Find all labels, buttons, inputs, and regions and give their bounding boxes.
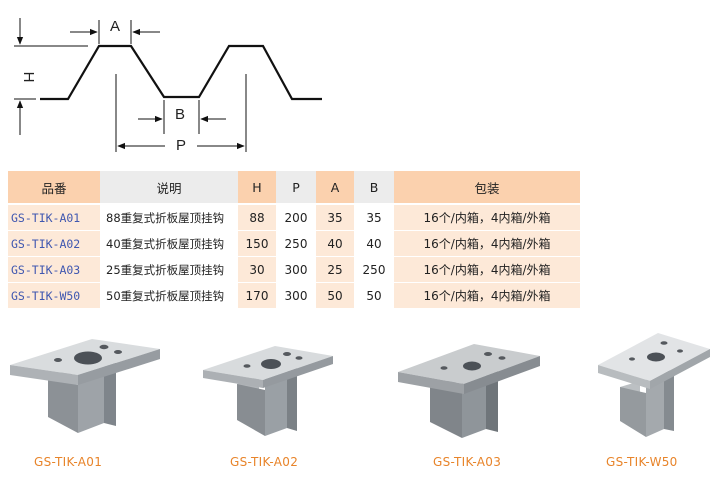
cell-packaging: 16个/内箱，4内箱/外箱 xyxy=(394,231,580,257)
cell-packaging: 16个/内箱，4内箱/外箱 xyxy=(394,205,580,231)
product-image-a02 xyxy=(203,346,333,436)
caption-w50: GS-TIK-W50 xyxy=(606,455,678,469)
cell-h: 150 xyxy=(238,231,276,257)
table-row: GS-TIK-A02 40重复式折板屋顶挂钩 150 250 40 40 16个… xyxy=(8,231,580,257)
cell-packaging: 16个/内箱，4内箱/外箱 xyxy=(394,257,580,283)
cell-description: 25重复式折板屋顶挂钩 xyxy=(100,257,238,283)
cell-b: 35 xyxy=(354,205,394,231)
cell-a: 25 xyxy=(316,257,354,283)
dimension-p-label: P xyxy=(176,137,186,154)
caption-a01: GS-TIK-A01 xyxy=(34,455,103,469)
cell-a: 40 xyxy=(316,231,354,257)
cell-part-no: GS-TIK-W50 xyxy=(8,283,100,309)
cell-h: 88 xyxy=(238,205,276,231)
header-description: 说明 xyxy=(100,171,238,205)
dimension-b-label: B xyxy=(175,106,185,123)
cell-a: 50 xyxy=(316,283,354,309)
cell-description: 88重复式折板屋顶挂钩 xyxy=(100,205,238,231)
dimension-h-label: H xyxy=(20,72,37,83)
cell-b: 40 xyxy=(354,231,394,257)
caption-a03: GS-TIK-A03 xyxy=(433,455,502,469)
header-p: P xyxy=(276,171,316,205)
header-part-no: 品番 xyxy=(8,171,100,205)
cell-description: 50重复式折板屋顶挂钩 xyxy=(100,283,238,309)
cell-b: 250 xyxy=(354,257,394,283)
product-image-w50 xyxy=(598,333,710,437)
cell-part-no: GS-TIK-A02 xyxy=(8,231,100,257)
caption-a02: GS-TIK-A02 xyxy=(230,455,299,469)
cell-p: 200 xyxy=(276,205,316,231)
trapezoid-profile-line xyxy=(40,44,322,101)
table-row: GS-TIK-A01 88重复式折板屋顶挂钩 88 200 35 35 16个/… xyxy=(8,205,580,231)
cell-b: 50 xyxy=(354,283,394,309)
product-image-a01 xyxy=(10,339,160,433)
cell-h: 30 xyxy=(238,257,276,283)
spec-table: 品番 说明 H P A B 包装 GS-TIK-A01 88重复式折板屋顶挂钩 … xyxy=(8,171,580,309)
cell-p: 300 xyxy=(276,283,316,309)
cell-p: 300 xyxy=(276,257,316,283)
cell-description: 40重复式折板屋顶挂钩 xyxy=(100,231,238,257)
cell-h: 170 xyxy=(238,283,276,309)
dimension-a-label: A xyxy=(110,18,120,35)
cell-part-no: GS-TIK-A01 xyxy=(8,205,100,231)
product-image-a03 xyxy=(398,344,540,438)
table-row: GS-TIK-W50 50重复式折板屋顶挂钩 170 300 50 50 16个… xyxy=(8,283,580,309)
header-b: B xyxy=(354,171,394,205)
header-packaging: 包装 xyxy=(394,171,580,205)
cell-packaging: 16个/内箱，4内箱/外箱 xyxy=(394,283,580,309)
header-a: A xyxy=(316,171,354,205)
table-row: GS-TIK-A03 25重复式折板屋顶挂钩 30 300 25 250 16个… xyxy=(8,257,580,283)
cell-a: 35 xyxy=(316,205,354,231)
table-header-row: 品番 说明 H P A B 包装 xyxy=(8,171,580,205)
cell-part-no: GS-TIK-A03 xyxy=(8,257,100,283)
cell-p: 250 xyxy=(276,231,316,257)
header-h: H xyxy=(238,171,276,205)
profile-diagram: A H B P xyxy=(14,18,322,154)
